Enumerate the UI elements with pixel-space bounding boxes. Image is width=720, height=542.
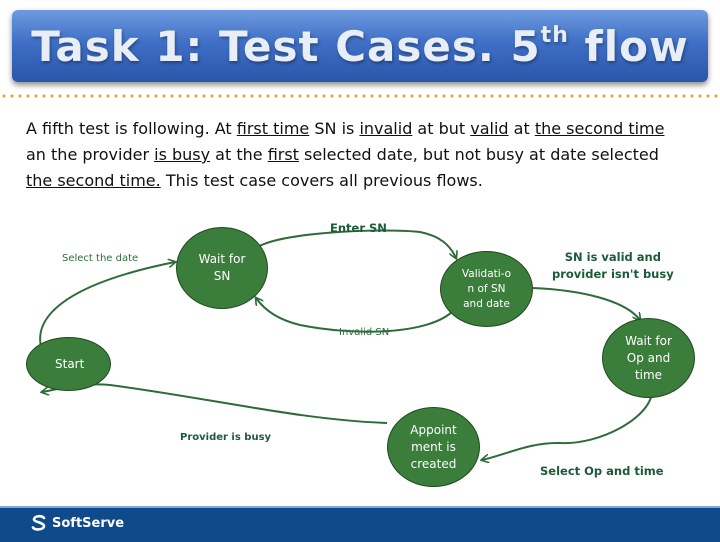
underlined-term: first (267, 145, 299, 164)
edge-label-enter-sn: Enter SN (330, 221, 387, 235)
softserve-logo: SoftServe (30, 513, 124, 533)
edge-label-select-date: Select the date (62, 253, 139, 264)
description-fragment: at but (412, 119, 471, 138)
description-fragment: selected date, but not busy at date sele… (298, 145, 659, 164)
description-fragment: SN is (309, 119, 360, 138)
edge-enter-sn (255, 229, 456, 258)
underlined-term: valid (470, 119, 509, 138)
edge-select-op (482, 391, 653, 460)
page-title: Task 1: Test Cases. 5th flow (31, 21, 689, 71)
edge-invalid-sn (256, 298, 455, 333)
underlined-term: the second time. (26, 171, 161, 190)
node-wait-for-sn: Wait for SN (176, 227, 268, 309)
node-wait-for-op: Wait for Op and time (602, 318, 695, 398)
underlined-term: first time (236, 119, 310, 138)
underlined-term: the second time (534, 119, 665, 138)
edge-valid-not-busy (532, 287, 640, 320)
edge-label-valid-not-busy: SN is valid and provider isn't busy (552, 250, 674, 281)
description-text: A fifth test is following. At first time… (26, 116, 686, 194)
node-start: Start (26, 337, 111, 391)
title-banner: Task 1: Test Cases. 5th flow (12, 10, 708, 82)
edge-label-select-op: Select Op and time (540, 464, 664, 478)
underlined-term: is busy (154, 145, 211, 164)
description-fragment: at (508, 119, 535, 138)
footer-bar (0, 506, 720, 542)
description-fragment: at the (210, 145, 268, 164)
underlined-term: invalid (359, 119, 413, 138)
edge-provider-busy (42, 383, 388, 424)
edge-label-invalid-sn: Invalid SN (339, 327, 390, 338)
node-appointment-created: Appoint ment is created (387, 407, 480, 487)
softserve-logo-icon (31, 514, 46, 531)
dotted-divider (0, 94, 720, 98)
description-fragment: A fifth test is following. At (26, 119, 237, 138)
description-fragment: This test case covers all previous flows… (160, 171, 483, 190)
node-validation: Validati-o n of SN and date (440, 251, 533, 327)
edge-select-date (39, 262, 175, 351)
footer-brand: SoftServe (52, 515, 125, 531)
description-fragment: an the provider (26, 145, 155, 164)
edge-label-provider-busy: Provider is busy (180, 432, 272, 443)
